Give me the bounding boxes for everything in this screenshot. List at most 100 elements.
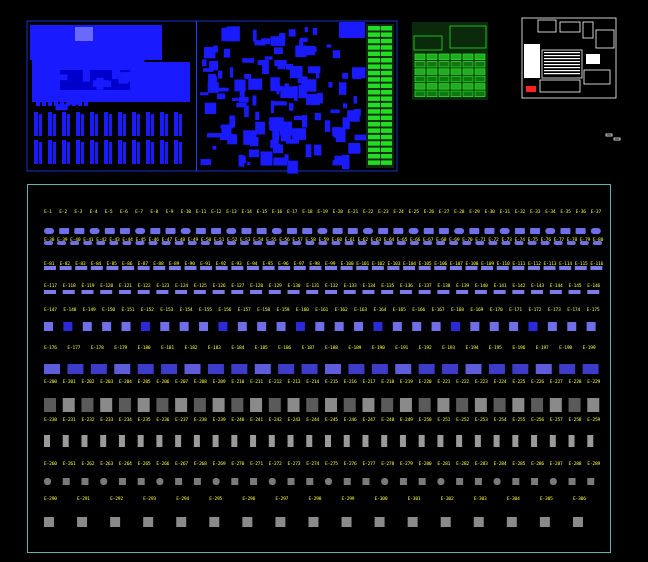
catalog-symbol[interactable]	[250, 398, 263, 412]
catalog-symbol[interactable]	[572, 517, 583, 527]
catalog-symbol[interactable]	[418, 266, 431, 270]
catalog-symbol[interactable]	[399, 290, 412, 294]
catalog-symbol[interactable]	[77, 517, 88, 527]
catalog-symbol[interactable]	[560, 228, 571, 234]
catalog-symbol[interactable]	[278, 364, 295, 374]
catalog-symbol[interactable]	[184, 266, 197, 270]
catalog-symbol[interactable]	[456, 478, 464, 485]
catalog-symbol[interactable]	[287, 228, 298, 234]
catalog-symbol[interactable]	[156, 290, 169, 294]
catalog-symbol[interactable]	[456, 290, 469, 294]
catalog-symbol[interactable]	[493, 435, 500, 447]
catalog-symbol[interactable]	[140, 322, 150, 331]
catalog-symbol[interactable]	[207, 364, 224, 374]
catalog-symbol[interactable]	[331, 241, 341, 245]
catalog-symbol[interactable]	[371, 364, 388, 374]
catalog-symbol[interactable]	[301, 364, 318, 374]
catalog-symbol[interactable]	[237, 322, 247, 331]
catalog-symbol[interactable]	[200, 266, 213, 270]
catalog-symbol[interactable]	[362, 290, 375, 294]
catalog-symbol[interactable]	[253, 241, 263, 245]
catalog-symbol[interactable]	[456, 398, 469, 412]
catalog-symbol[interactable]	[211, 228, 222, 234]
catalog-symbol[interactable]	[44, 322, 53, 331]
catalog-symbol[interactable]	[81, 435, 88, 447]
catalog-symbol[interactable]	[102, 322, 112, 331]
catalog-symbol[interactable]	[465, 364, 482, 374]
catalog-symbol[interactable]	[109, 241, 119, 245]
catalog-symbol[interactable]	[209, 517, 220, 527]
catalog-symbol[interactable]	[121, 322, 131, 331]
catalog-symbol[interactable]	[399, 478, 407, 485]
catalog-symbol[interactable]	[440, 517, 451, 527]
catalog-symbol[interactable]	[180, 228, 191, 234]
catalog-symbol[interactable]	[200, 241, 210, 245]
catalog-symbol[interactable]	[118, 398, 131, 412]
catalog-symbol[interactable]	[568, 290, 581, 294]
catalog-symbol[interactable]	[549, 398, 562, 412]
catalog-symbol[interactable]	[325, 435, 331, 447]
catalog-symbol[interactable]	[156, 435, 163, 447]
catalog-symbol[interactable]	[559, 266, 572, 270]
catalog-symbol[interactable]	[575, 228, 586, 234]
catalog-symbol[interactable]	[161, 241, 171, 245]
catalog-symbol[interactable]	[343, 435, 350, 447]
catalog-symbol[interactable]	[423, 228, 434, 234]
catalog-symbol[interactable]	[193, 290, 206, 294]
catalog-symbol[interactable]	[549, 290, 562, 294]
catalog-symbol[interactable]	[276, 322, 286, 331]
catalog-symbol[interactable]	[484, 228, 495, 234]
catalog-symbol[interactable]	[325, 478, 332, 485]
catalog-symbol[interactable]	[44, 517, 54, 527]
catalog-symbol[interactable]	[396, 241, 406, 245]
catalog-symbol[interactable]	[306, 290, 319, 294]
catalog-symbol[interactable]	[370, 241, 380, 245]
catalog-symbol[interactable]	[392, 322, 402, 331]
catalog-symbol[interactable]	[143, 517, 154, 527]
catalog-symbol[interactable]	[100, 290, 113, 294]
catalog-symbol[interactable]	[262, 266, 275, 270]
catalog-symbol[interactable]	[318, 241, 328, 245]
catalog-symbol[interactable]	[474, 478, 482, 485]
catalog-symbol[interactable]	[531, 398, 544, 412]
catalog-symbol[interactable]	[90, 364, 107, 374]
catalog-symbol[interactable]	[156, 478, 164, 485]
catalog-symbol[interactable]	[137, 266, 150, 270]
catalog-symbol[interactable]	[501, 241, 511, 245]
catalog-symbol[interactable]	[268, 290, 281, 294]
catalog-symbol[interactable]	[150, 228, 161, 234]
catalog-symbol[interactable]	[531, 478, 539, 485]
catalog-symbol[interactable]	[381, 435, 388, 447]
catalog-symbol[interactable]	[62, 290, 75, 294]
catalog-symbol[interactable]	[195, 228, 206, 234]
catalog-symbol[interactable]	[193, 435, 200, 447]
catalog-symbol[interactable]	[530, 228, 541, 234]
catalog-symbol[interactable]	[393, 228, 404, 234]
catalog-symbol[interactable]	[590, 228, 601, 234]
catalog-symbol[interactable]	[106, 266, 119, 270]
catalog-symbol[interactable]	[493, 290, 506, 294]
catalog-symbol[interactable]	[100, 435, 107, 447]
catalog-symbol[interactable]	[75, 266, 88, 270]
catalog-symbol[interactable]	[512, 364, 529, 374]
catalog-symbol[interactable]	[160, 322, 170, 331]
catalog-symbol[interactable]	[287, 478, 295, 485]
catalog-symbol[interactable]	[306, 398, 319, 412]
catalog-symbol[interactable]	[226, 228, 237, 234]
catalog-symbol[interactable]	[535, 364, 552, 374]
catalog-symbol[interactable]	[566, 241, 576, 245]
catalog-symbol[interactable]	[135, 228, 146, 234]
catalog-symbol[interactable]	[454, 228, 465, 234]
catalog-symbol[interactable]	[118, 478, 126, 485]
catalog-symbol[interactable]	[250, 290, 263, 294]
catalog-symbol[interactable]	[250, 478, 258, 485]
catalog-symbol[interactable]	[418, 364, 435, 374]
catalog-symbol[interactable]	[456, 435, 463, 447]
catalog-symbol[interactable]	[122, 241, 132, 245]
catalog-symbol[interactable]	[437, 290, 450, 294]
catalog-symbol[interactable]	[343, 290, 356, 294]
catalog-symbol[interactable]	[334, 322, 344, 331]
catalog-symbol[interactable]	[512, 398, 525, 412]
catalog-symbol[interactable]	[470, 322, 480, 331]
